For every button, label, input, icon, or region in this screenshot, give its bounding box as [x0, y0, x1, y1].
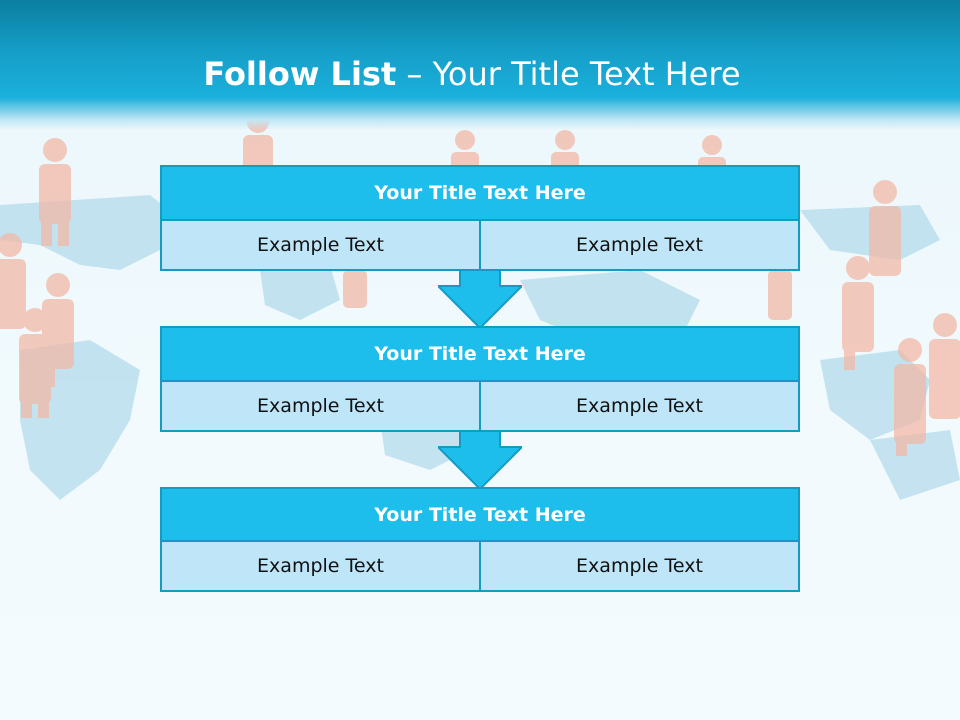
- header-band: [0, 0, 960, 130]
- step-cell-left: Example Text: [160, 542, 481, 592]
- page-title: Follow List – Your Title Text Here: [0, 55, 944, 93]
- down-arrow-icon: [438, 431, 522, 489]
- step-row: Example Text Example Text: [160, 542, 800, 592]
- title-bold: Follow List: [203, 55, 397, 93]
- down-arrow-icon: [438, 270, 522, 328]
- step-title: Your Title Text Here: [160, 487, 800, 542]
- people-figures: [0, 111, 960, 456]
- step-box-2: Your Title Text Here Example Text Exampl…: [160, 326, 800, 432]
- title-rest: Your Title Text Here: [432, 55, 741, 93]
- step-cell-left: Example Text: [160, 382, 481, 432]
- step-title: Your Title Text Here: [160, 165, 800, 221]
- title-dash: –: [396, 55, 433, 93]
- step-row: Example Text Example Text: [160, 221, 800, 271]
- step-title: Your Title Text Here: [160, 326, 800, 382]
- step-box-3: Your Title Text Here Example Text Exampl…: [160, 487, 800, 592]
- step-cell-left: Example Text: [160, 221, 481, 271]
- step-cell-right: Example Text: [481, 221, 800, 271]
- step-cell-right: Example Text: [481, 382, 800, 432]
- step-row: Example Text Example Text: [160, 382, 800, 432]
- step-box-1: Your Title Text Here Example Text Exampl…: [160, 165, 800, 271]
- step-cell-right: Example Text: [481, 542, 800, 592]
